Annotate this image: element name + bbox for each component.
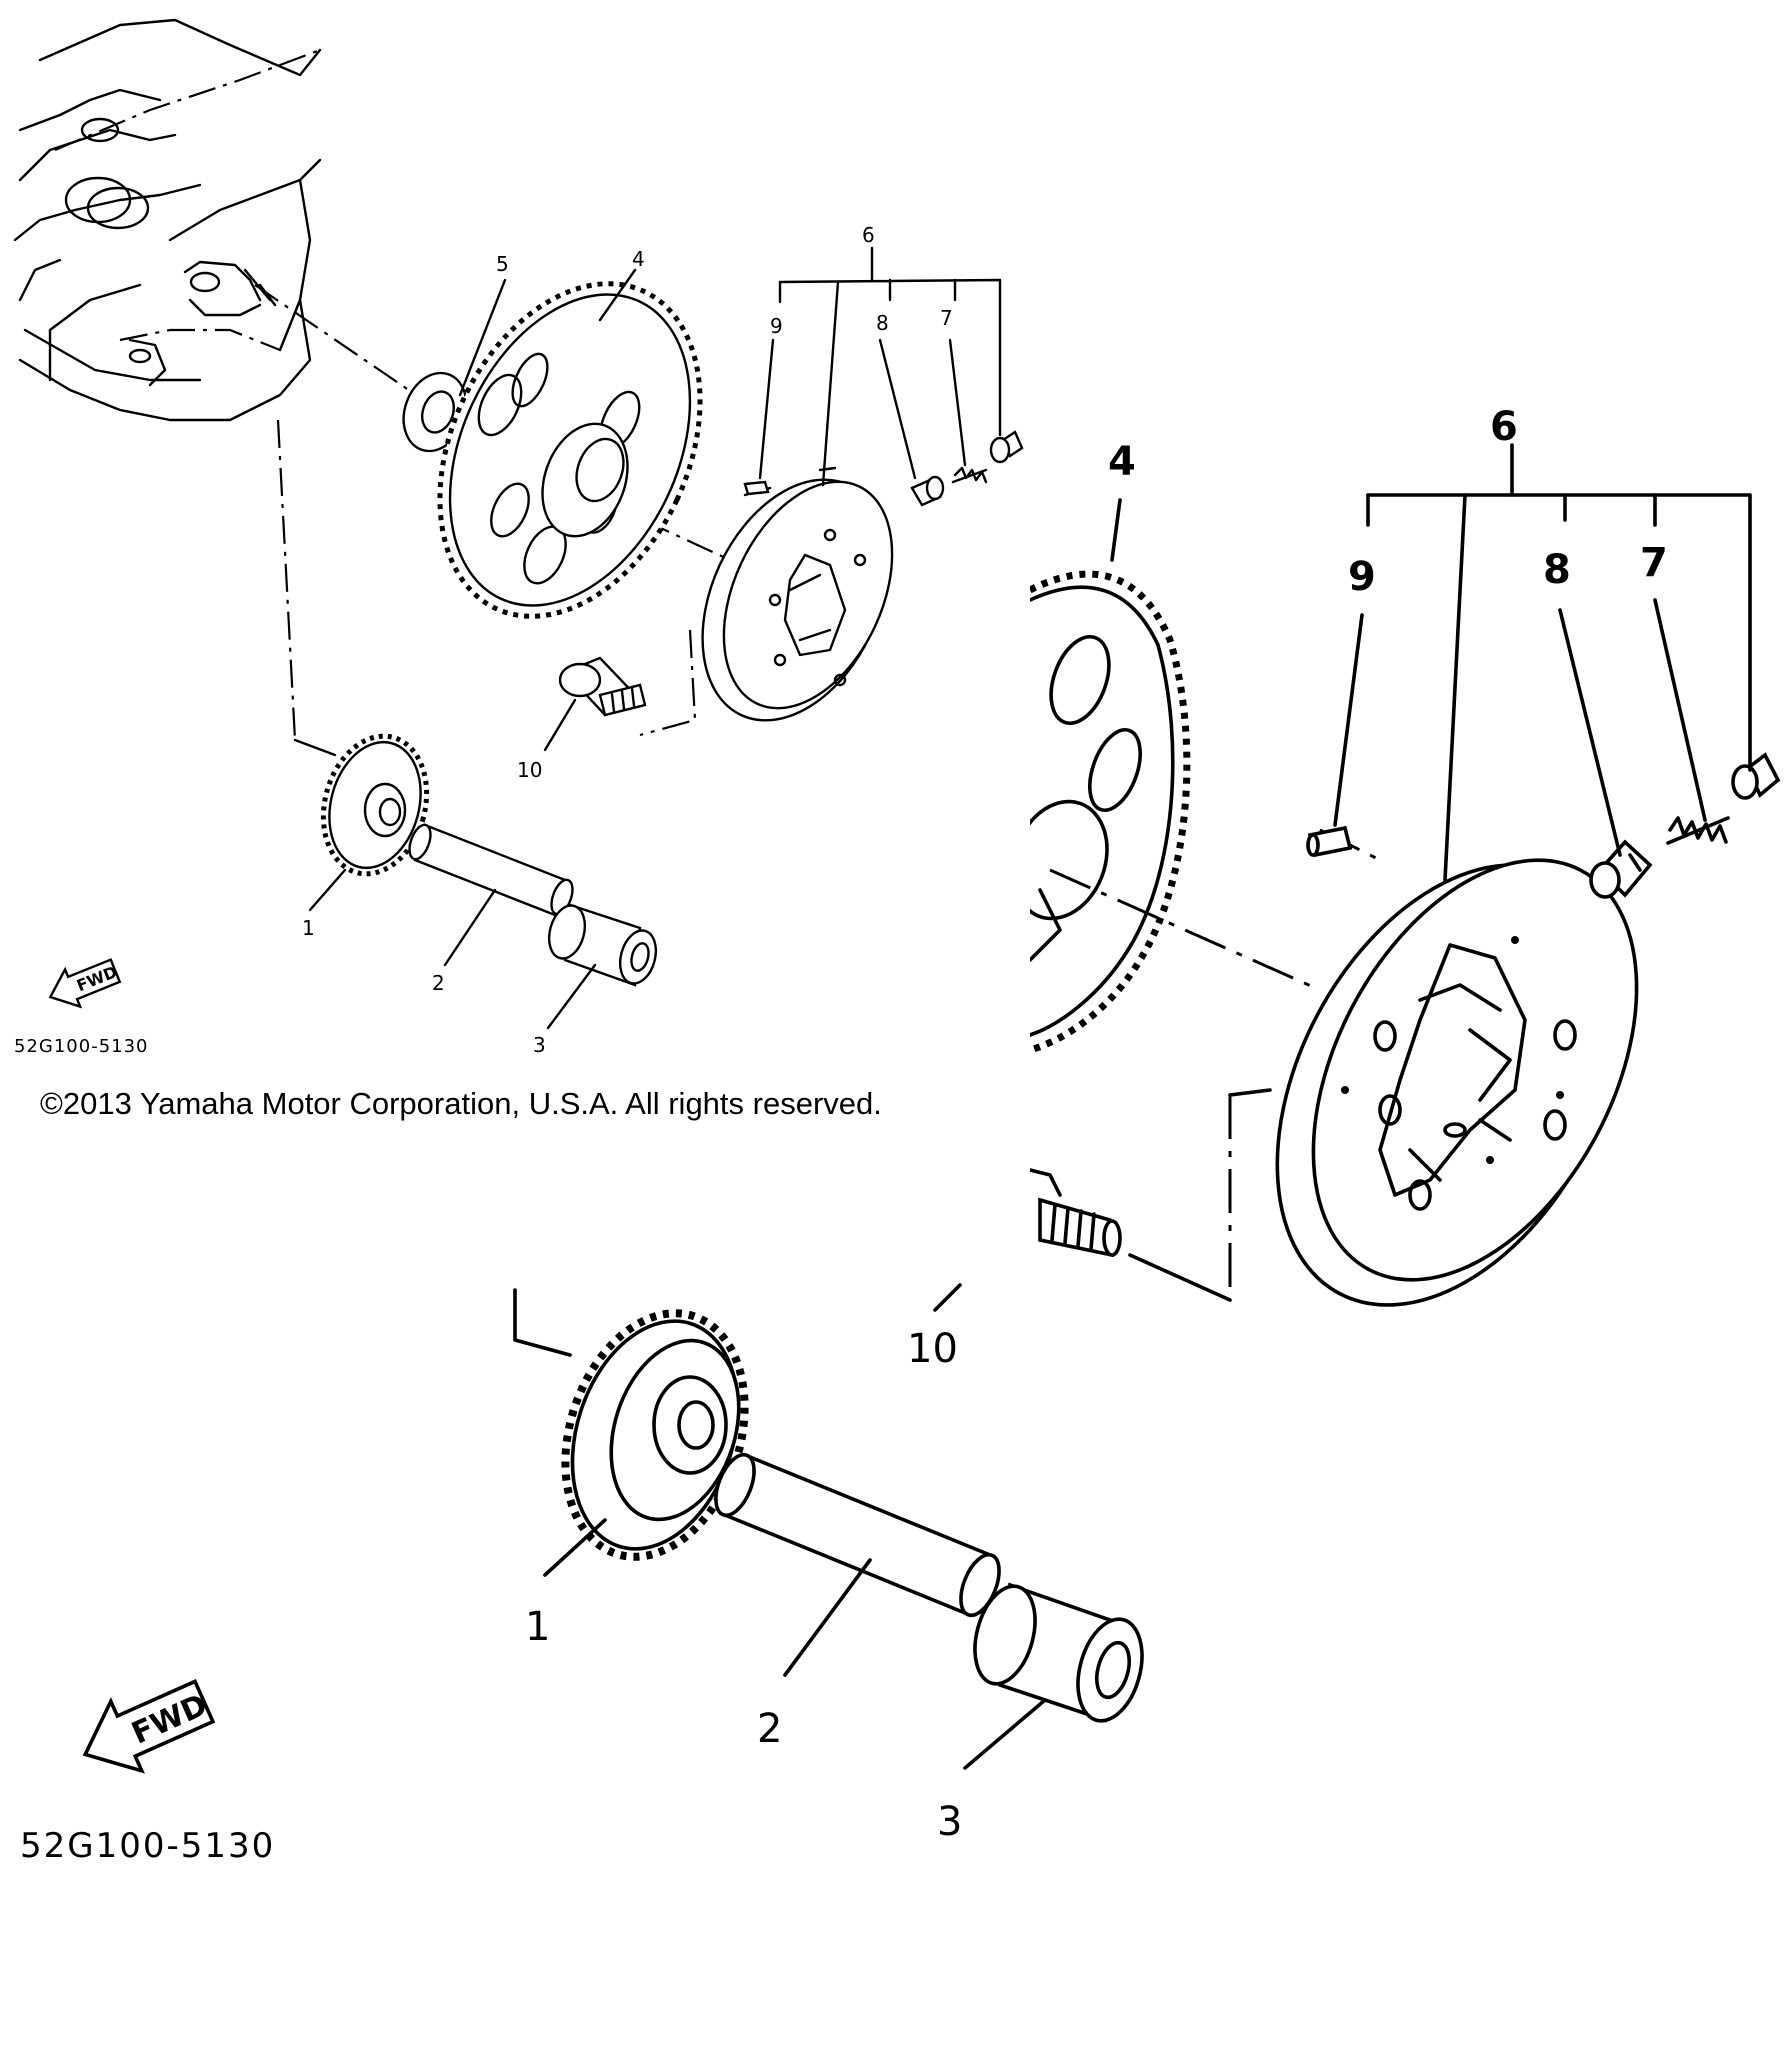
enlarged-detail-diagram: 6 9 8 7 4 10 1 2 3 FWD 52G100-5130 xyxy=(20,404,1781,1866)
part-9-pin xyxy=(743,480,770,496)
engine-crankcase xyxy=(13,18,322,422)
fwd-arrow-large: FWD xyxy=(82,1679,216,1774)
part-1-idler-gear xyxy=(320,733,430,877)
part-9-pin-large xyxy=(1306,825,1353,858)
part-1-idler-gear-large xyxy=(561,1309,749,1561)
part-code-large: 52G100-5130 xyxy=(20,1826,275,1866)
callout-2-large: 2 xyxy=(757,1706,782,1752)
callout-10-small: 10 xyxy=(517,758,542,782)
callout-8-large: 8 xyxy=(1543,547,1571,593)
callout-7-large: 7 xyxy=(1640,540,1668,586)
callout-3-large: 3 xyxy=(937,1799,962,1845)
callout-9-large: 9 xyxy=(1348,554,1376,600)
part-6-cap-large xyxy=(1731,752,1781,800)
part-8-roller xyxy=(910,475,945,507)
callout-6-small: 6 xyxy=(862,223,875,247)
part-4-starter-gear xyxy=(437,281,703,619)
callout-1-small: 1 xyxy=(302,916,315,940)
callout-5-small: 5 xyxy=(496,252,509,276)
part-2-shaft-large xyxy=(714,1452,1001,1618)
part-10-bolt-large xyxy=(1028,1168,1122,1258)
callout-1-large: 1 xyxy=(525,1604,550,1650)
callout-3-small: 3 xyxy=(533,1033,546,1057)
callout-2-small: 2 xyxy=(432,971,445,995)
callout-10-large: 10 xyxy=(907,1326,958,1372)
part-4-starter-gear-large xyxy=(1011,570,1191,1054)
part-7-spring xyxy=(951,466,988,484)
part-7-spring-large xyxy=(1666,816,1730,845)
part-6-clutch-assembly xyxy=(701,478,894,722)
part-3-collar-large xyxy=(973,1582,1144,1723)
copyright-notice: ©2013 Yamaha Motor Corporation, U.S.A. A… xyxy=(40,1086,882,1121)
part-2-shaft xyxy=(408,823,574,917)
part-code-small: 52G100-5130 xyxy=(14,1036,149,1057)
callout-7-small: 7 xyxy=(940,306,953,330)
callout-4-large: 4 xyxy=(1108,439,1136,485)
callout-4-small: 4 xyxy=(632,247,645,271)
callout-6-large: 6 xyxy=(1490,404,1518,450)
callout-9-small: 9 xyxy=(770,314,783,338)
part-10-bolt xyxy=(558,656,647,717)
part-6-clutch-large xyxy=(1275,858,1639,1307)
fwd-arrow-small: FWD xyxy=(48,958,122,1009)
part-6-cap xyxy=(989,430,1024,464)
overview-diagram: 6 9 8 7 5 4 10 1 2 3 FWD 52G100-5130 xyxy=(13,18,1024,1057)
part-3-collar xyxy=(547,903,658,987)
part-8-roller-large xyxy=(1589,839,1653,899)
callout-8-small: 8 xyxy=(876,311,889,335)
